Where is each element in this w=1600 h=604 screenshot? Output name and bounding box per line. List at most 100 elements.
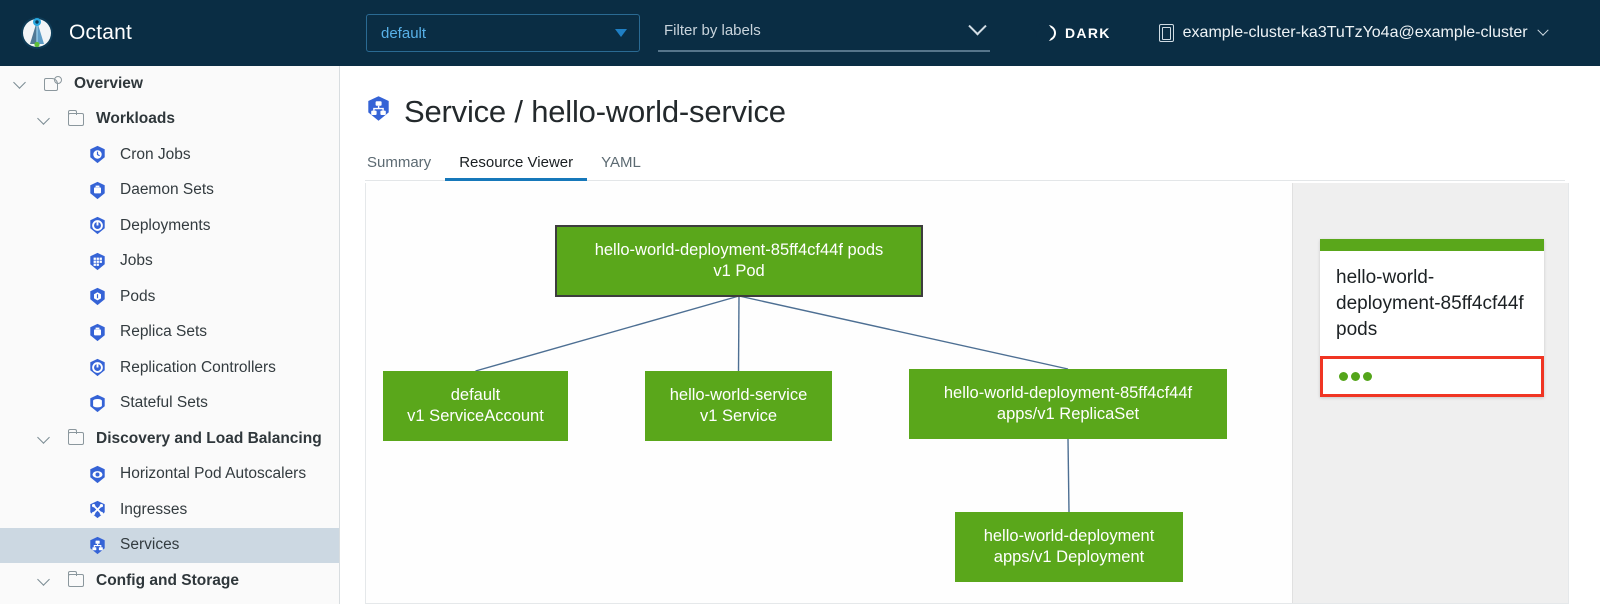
graph-node-pod[interactable]: hello-world-deployment-85ff4cf44f pods v1… [555, 225, 923, 297]
graph-edge [737, 295, 740, 372]
graph-node-name: hello-world-deployment-85ff4cf44f pods [594, 241, 884, 259]
graph-edge [1067, 438, 1070, 513]
sidebar-item-discovery-and-load-balancing[interactable]: Discovery and Load Balancing [0, 421, 339, 457]
graph-node-kind: v1 Service [699, 407, 778, 425]
graph-node-name: hello-world-service [669, 386, 808, 404]
sidebar-item-label: Replica Sets [120, 323, 208, 341]
tab-summary[interactable]: Summary [367, 154, 432, 171]
sidebar-item-cron-jobs[interactable]: Cron Jobs [0, 137, 339, 173]
graph-node-kind: v1 ServiceAccount [407, 407, 544, 425]
statefulset-icon [88, 394, 107, 413]
sidebar-item-deployments[interactable]: Deployments [0, 208, 339, 244]
tab-bar[interactable]: Summary Resource Viewer YAML [365, 148, 1565, 181]
graph-node-name: default [450, 386, 501, 404]
graph-edge [738, 295, 1069, 370]
overview-icon [44, 76, 62, 92]
namespace-select[interactable]: default [366, 14, 640, 52]
cluster-select[interactable]: example-cluster-ka3TuTzYo4a@example-clus… [1158, 24, 1549, 42]
sidebar-item-services[interactable]: Services [0, 527, 339, 563]
main-content: Service / hello-world-service Summary Res… [341, 66, 1600, 604]
resource-graph[interactable]: hello-world-deployment-85ff4cf44f pods v1… [366, 183, 1292, 603]
chevron-down-icon[interactable] [14, 77, 27, 90]
rc-icon [88, 358, 107, 377]
caret-down-icon [615, 29, 627, 37]
brand[interactable]: Octant [0, 14, 344, 52]
detail-pane: hello-world-deployment-85ff4cf44f pods [1292, 183, 1568, 603]
theme-toggle-label: DARK [1065, 25, 1111, 41]
service-icon [88, 536, 107, 555]
sidebar-item-label: Pods [120, 287, 156, 305]
label-filter-input[interactable]: Filter by labels [658, 14, 990, 52]
sidebar-item-replication-controllers[interactable]: Replication Controllers [0, 350, 339, 386]
sidebar-item-workloads[interactable]: Workloads [0, 102, 339, 138]
sidebar-item-label: Config and Storage [96, 571, 239, 589]
sidebar-item-horizontal-pod-autoscalers[interactable]: Horizontal Pod Autoscalers [0, 457, 339, 493]
chevron-down-icon [1536, 24, 1549, 36]
resource-viewer-panel: hello-world-deployment-85ff4cf44f pods v1… [365, 183, 1569, 604]
moon-icon [1036, 23, 1056, 43]
deployment-icon [88, 216, 107, 235]
label-filter-text: Filter by labels [664, 21, 761, 39]
sidebar-item-stateful-sets[interactable]: Stateful Sets [0, 386, 339, 422]
sidebar-item-jobs[interactable]: Jobs [0, 244, 339, 280]
sidebar-item-config-and-storage[interactable]: Config and Storage [0, 563, 339, 599]
namespace-select-value: default [381, 24, 427, 42]
chevron-down-icon [968, 16, 987, 35]
graph-edge [475, 295, 740, 372]
graph-node-kind: apps/v1 ReplicaSet [996, 405, 1140, 423]
sidebar-item-label: Ingresses [120, 500, 188, 518]
detail-card-accent-bar [1320, 239, 1544, 251]
tab-resource-viewer[interactable]: Resource Viewer [445, 154, 588, 181]
sidebar-item-label: Workloads [96, 110, 175, 128]
graph-node-sa[interactable]: default v1 ServiceAccount [383, 371, 568, 441]
theme-toggle-button[interactable]: DARK [1036, 23, 1111, 43]
folder-icon [67, 571, 84, 588]
tab-yaml[interactable]: YAML [601, 154, 641, 171]
graph-node-name: hello-world-deployment [983, 527, 1155, 545]
sidebar-item-daemon-sets[interactable]: Daemon Sets [0, 173, 339, 209]
detail-card-status-dots[interactable] [1320, 356, 1544, 397]
sidebar-item-label: Discovery and Load Balancing [96, 429, 322, 447]
sidebar-item-label: Replication Controllers [120, 358, 276, 376]
cluster-select-value: example-cluster-ka3TuTzYo4a@example-clus… [1182, 24, 1528, 41]
octant-logo-icon [18, 14, 56, 52]
graph-node-replicaset[interactable]: hello-world-deployment-85ff4cf44f apps/v1… [909, 369, 1227, 439]
folder-icon [67, 109, 84, 126]
graph-node-kind: apps/v1 Deployment [993, 548, 1145, 566]
sidebar-item-label: Daemon Sets [120, 181, 214, 199]
ingress-icon [88, 500, 107, 519]
sidebar-item-label: Overview [74, 74, 143, 92]
chevron-down-icon[interactable] [38, 113, 51, 126]
sidebar-item-overview[interactable]: Overview [0, 66, 339, 102]
detail-card[interactable]: hello-world-deployment-85ff4cf44f pods [1320, 239, 1544, 397]
cluster-icon [1158, 24, 1174, 42]
pod-status-dot[interactable] [1351, 372, 1360, 381]
job-icon [88, 252, 107, 271]
brand-title: Octant [69, 21, 133, 44]
graph-edges [475, 295, 1070, 513]
pod-status-dot[interactable] [1363, 372, 1372, 381]
replicaset-icon [88, 323, 107, 342]
graph-node-deployment[interactable]: hello-world-deployment apps/v1 Deployment [955, 512, 1183, 582]
pod-status-dot[interactable] [1339, 372, 1348, 381]
sidebar-item-label: Stateful Sets [120, 394, 208, 412]
chevron-down-icon[interactable] [38, 432, 51, 445]
graph-node-name: hello-world-deployment-85ff4cf44f [943, 384, 1193, 402]
sidebar-item-ingresses[interactable]: Ingresses [0, 492, 339, 528]
sidebar-item-label: Horizontal Pod Autoscalers [120, 465, 307, 483]
service-icon [365, 94, 392, 130]
pod-icon [88, 287, 107, 306]
app-header: Octant default Filter by labels DARK exa… [0, 0, 1600, 66]
graph-node-service[interactable]: hello-world-service v1 Service [645, 371, 832, 441]
cronjob-icon [88, 145, 107, 164]
sidebar-item-label: Services [120, 536, 180, 554]
sidebar-item-pods[interactable]: Pods [0, 279, 339, 315]
detail-card-title: hello-world-deployment-85ff4cf44f pods [1336, 267, 1524, 340]
sidebar-item-replica-sets[interactable]: Replica Sets [0, 315, 339, 351]
sidebar-item-label: Cron Jobs [120, 145, 191, 163]
page-title-text: Service / hello-world-service [404, 94, 786, 129]
graph-node-kind: v1 Pod [713, 262, 765, 280]
chevron-down-icon[interactable] [38, 574, 51, 587]
